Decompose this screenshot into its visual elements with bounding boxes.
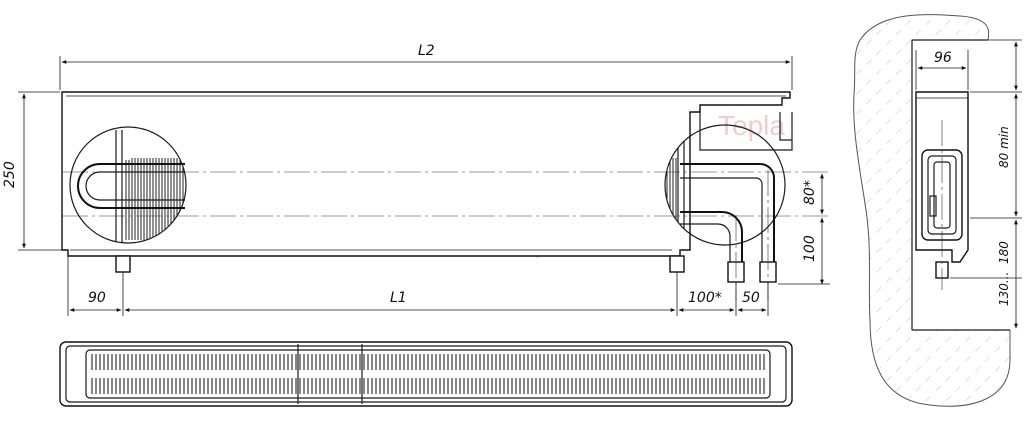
u-bend-outer <box>77 163 185 209</box>
grille-frame <box>59 341 793 407</box>
grille-slots <box>91 354 765 394</box>
u-bend-inner <box>85 171 185 201</box>
dimension-label-90: 90 <box>88 290 106 306</box>
left-foot <box>115 255 131 273</box>
side-view: 96 80 min 130... 180 <box>853 14 1022 407</box>
right-foot <box>669 255 685 273</box>
dimension-label-250: 250 <box>2 161 18 188</box>
dimension-label-100: 100 <box>802 235 818 262</box>
front-view: L2 250 <box>2 43 830 316</box>
left-detail-circle <box>69 126 187 244</box>
wall-section <box>853 14 1011 407</box>
dimension-label-130: 130... <box>997 272 1011 306</box>
top-view <box>59 341 793 407</box>
dimension-label-100star: 100* <box>688 290 722 306</box>
dimension-label-80min: 80 min <box>997 126 1011 168</box>
dimension-label-L2: L2 <box>418 43 435 59</box>
dimension-label-96: 96 <box>934 50 952 66</box>
convector-housing <box>61 91 791 257</box>
dimension-label-180: 180 <box>997 241 1011 264</box>
dimension-label-50: 50 <box>742 290 760 306</box>
supply-pipe-upper <box>680 163 775 262</box>
dimension-label-80star: 80* <box>802 180 818 205</box>
dimension-label-L1: L1 <box>390 290 407 306</box>
